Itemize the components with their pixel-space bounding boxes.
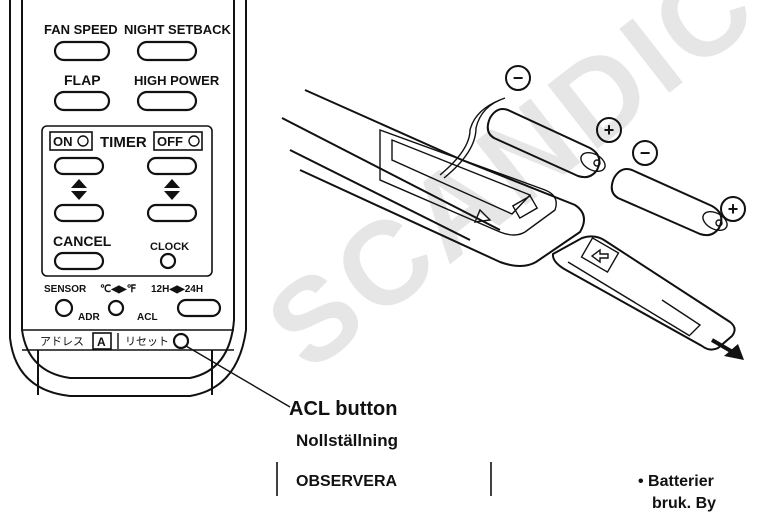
minus-sign-icon [505, 65, 531, 91]
timer-off-button[interactable] [146, 156, 198, 176]
plus-sign-icon [720, 196, 746, 222]
timer-on-box [49, 131, 93, 151]
high-power-label: HIGH POWER [134, 73, 220, 88]
timer-label: TIMER [100, 134, 147, 151]
flap-label: FLAP [64, 72, 101, 88]
acl-label: ACL [137, 312, 158, 323]
adr-key-label: A [97, 335, 106, 349]
timer-on-adjust-button[interactable] [53, 203, 105, 223]
timer-off-label: OFF [157, 134, 183, 149]
clock-icon [77, 135, 89, 147]
minus-sign-icon [632, 140, 658, 166]
svg-text:+: + [728, 199, 739, 219]
timer-on-label: ON [53, 134, 73, 149]
cancel-button[interactable] [53, 251, 105, 271]
battery-cover [551, 235, 736, 351]
down-arrow-icon [164, 191, 180, 200]
clock-button[interactable] [159, 252, 177, 270]
svg-text:−: − [640, 143, 651, 163]
timer-off-adjust-button[interactable] [146, 203, 198, 223]
batterier-text: • Batterier [638, 473, 714, 490]
night-setback-button[interactable] [136, 40, 198, 62]
clock-label: CLOCK [150, 241, 189, 253]
remote-control [9, 0, 247, 397]
acl-button-caption: ACL button [289, 398, 398, 420]
high-power-button[interactable] [136, 90, 198, 112]
batterier-text-cont: bruk. By [652, 495, 717, 512]
svg-text:−: − [513, 68, 524, 88]
timer-off-box [153, 131, 203, 151]
flap-button[interactable] [53, 90, 111, 112]
slide-direction-arrow [710, 338, 738, 356]
reset-jp-label: リセット [125, 335, 169, 348]
sensor-button[interactable] [54, 298, 74, 318]
acl-button[interactable] [172, 332, 190, 350]
timer-on-button[interactable] [53, 156, 105, 176]
fan-speed-label: FAN SPEED [44, 22, 118, 37]
plus-sign-icon [596, 117, 622, 143]
sensor-label: SENSOR [44, 284, 87, 295]
hour-mode-button[interactable] [176, 298, 222, 318]
up-arrow-icon [164, 179, 180, 188]
hour-mode-label: 12H◀▶24H [151, 284, 203, 295]
down-arrow-icon [71, 191, 87, 200]
acl-leader-line [185, 345, 291, 408]
adr-label: ADR [78, 312, 100, 323]
fan-speed-button[interactable] [53, 40, 111, 62]
adr-key[interactable] [92, 332, 112, 350]
observera-heading: OBSERVERA [296, 473, 398, 490]
clock-icon [188, 135, 200, 147]
up-arrow-icon [71, 179, 87, 188]
battery [486, 108, 606, 179]
nollstallning-heading: Nollställning [296, 431, 398, 450]
battery [610, 168, 728, 237]
timer-panel [41, 125, 213, 277]
temp-unit-label: ℃◀▶℉ [100, 284, 137, 295]
night-setback-label: NIGHT SETBACK [124, 22, 232, 37]
svg-text:+: + [604, 120, 615, 140]
watermark-text: SCANDIC [244, 0, 757, 395]
remote-back-view [281, 89, 585, 267]
cancel-label: CANCEL [53, 233, 112, 249]
temp-unit-button[interactable] [107, 299, 125, 317]
adr-jp-label: アドレス [40, 335, 84, 348]
